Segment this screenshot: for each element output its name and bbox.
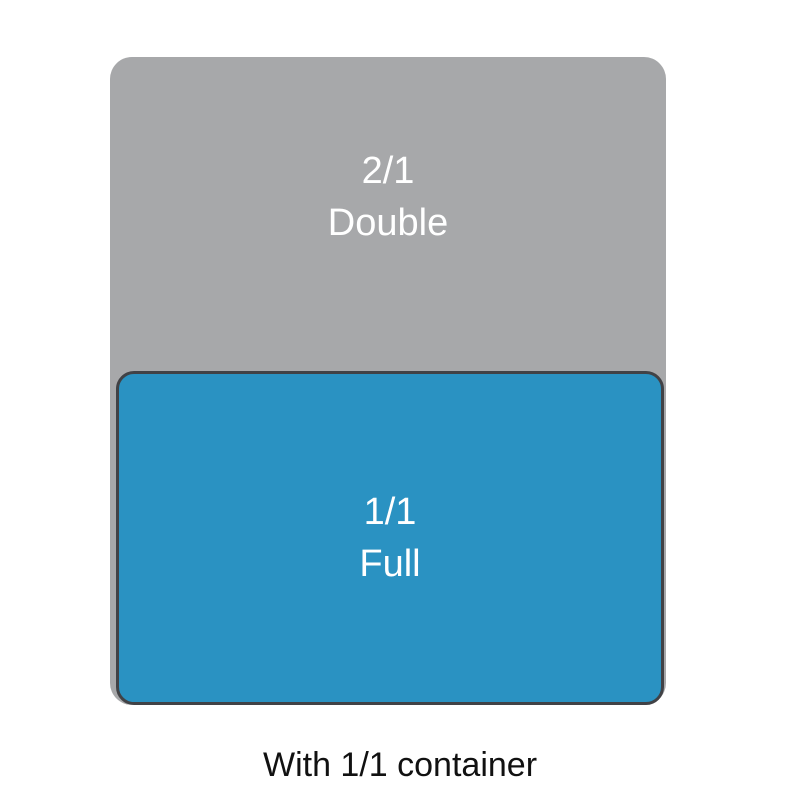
full-pan-name-text: Full	[359, 543, 421, 585]
full-pan-shape: 1/1 Full	[116, 371, 664, 705]
double-pan-size-text: 2/1	[361, 150, 415, 192]
full-pan-label: 1/1 Full	[119, 486, 661, 590]
full-pan-size-text: 1/1	[363, 491, 417, 533]
double-pan-label: 2/1 Double	[110, 145, 666, 249]
double-pan-name-text: Double	[327, 202, 449, 244]
diagram-caption: With 1/1 container	[262, 746, 538, 784]
